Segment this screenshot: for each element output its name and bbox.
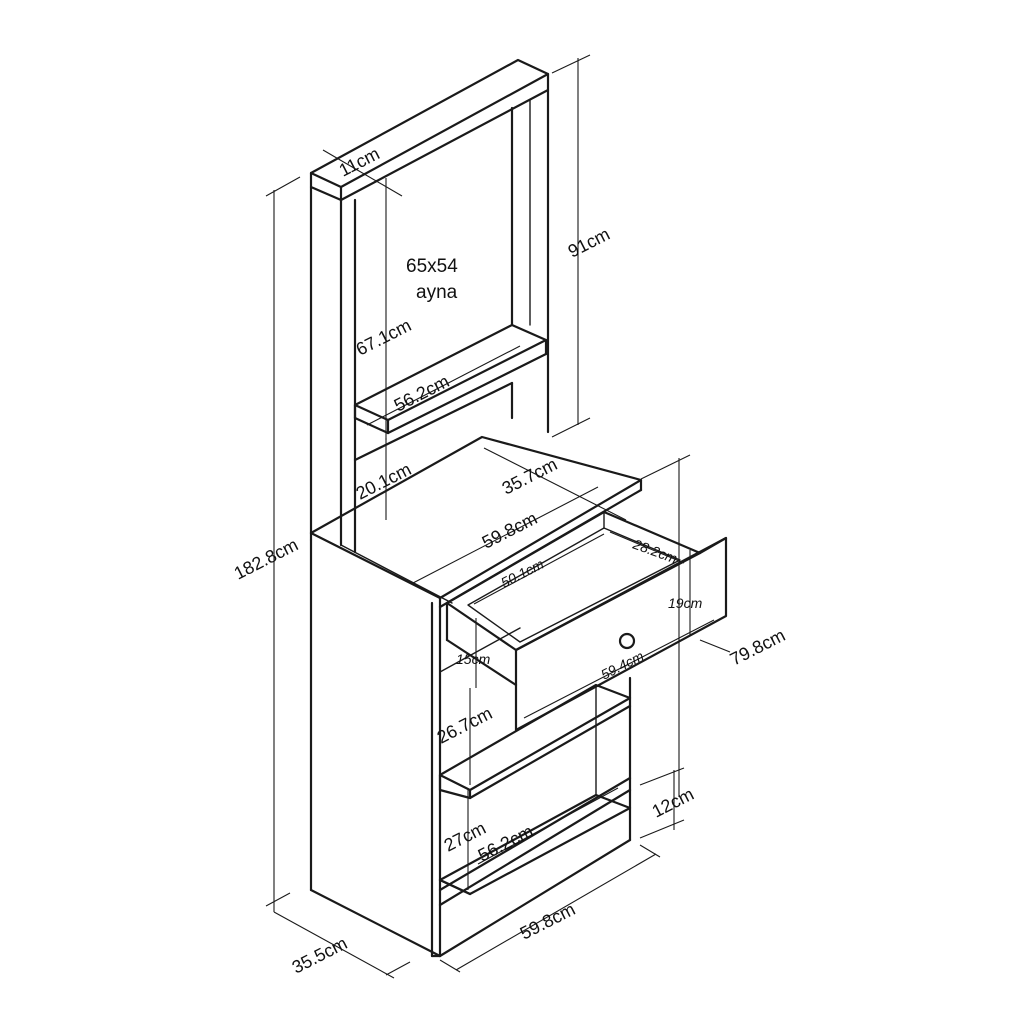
mirror-shelf-gap-label: 20.1cm — [353, 459, 415, 504]
drawer-front-width-label: 59.4cm — [598, 647, 646, 682]
base-depth-label: 35.5cm — [289, 933, 351, 978]
drawer-side-height-label: 15cm — [456, 651, 491, 667]
mirror-shelf-width-label: 56.2cm — [391, 371, 453, 416]
drawer-knob — [618, 632, 636, 650]
base-width-label: 59.8cm — [517, 899, 579, 944]
mirror-word-label: ayna — [416, 282, 458, 303]
dimension-lines — [265, 54, 731, 979]
drawer-front-height-label: 19cm — [668, 595, 703, 611]
mirror-height-label: 67.1cm — [353, 315, 415, 360]
open-shelf-height-label: 26.7cm — [434, 703, 496, 748]
desk-top — [309, 435, 643, 609]
open-drawer — [445, 510, 728, 732]
base-cabinet — [309, 538, 632, 958]
desk-width-label: 59.8cm — [479, 508, 541, 553]
top-frame-width-label: 11cm — [336, 143, 383, 180]
mirror-frame — [309, 58, 550, 554]
desk-height-label: 79.8cm — [727, 625, 789, 670]
total-height-label: 182.8cm — [231, 534, 302, 583]
base-height-label: 12cm — [649, 784, 697, 822]
mirror-size-label: 65x54 — [406, 256, 458, 277]
dimension-labels: 65x54 ayna 11cm 91cm 67.1cm 56.2cm 20.1c… — [231, 143, 789, 977]
mirror-section-height-label: 91cm — [565, 224, 613, 262]
